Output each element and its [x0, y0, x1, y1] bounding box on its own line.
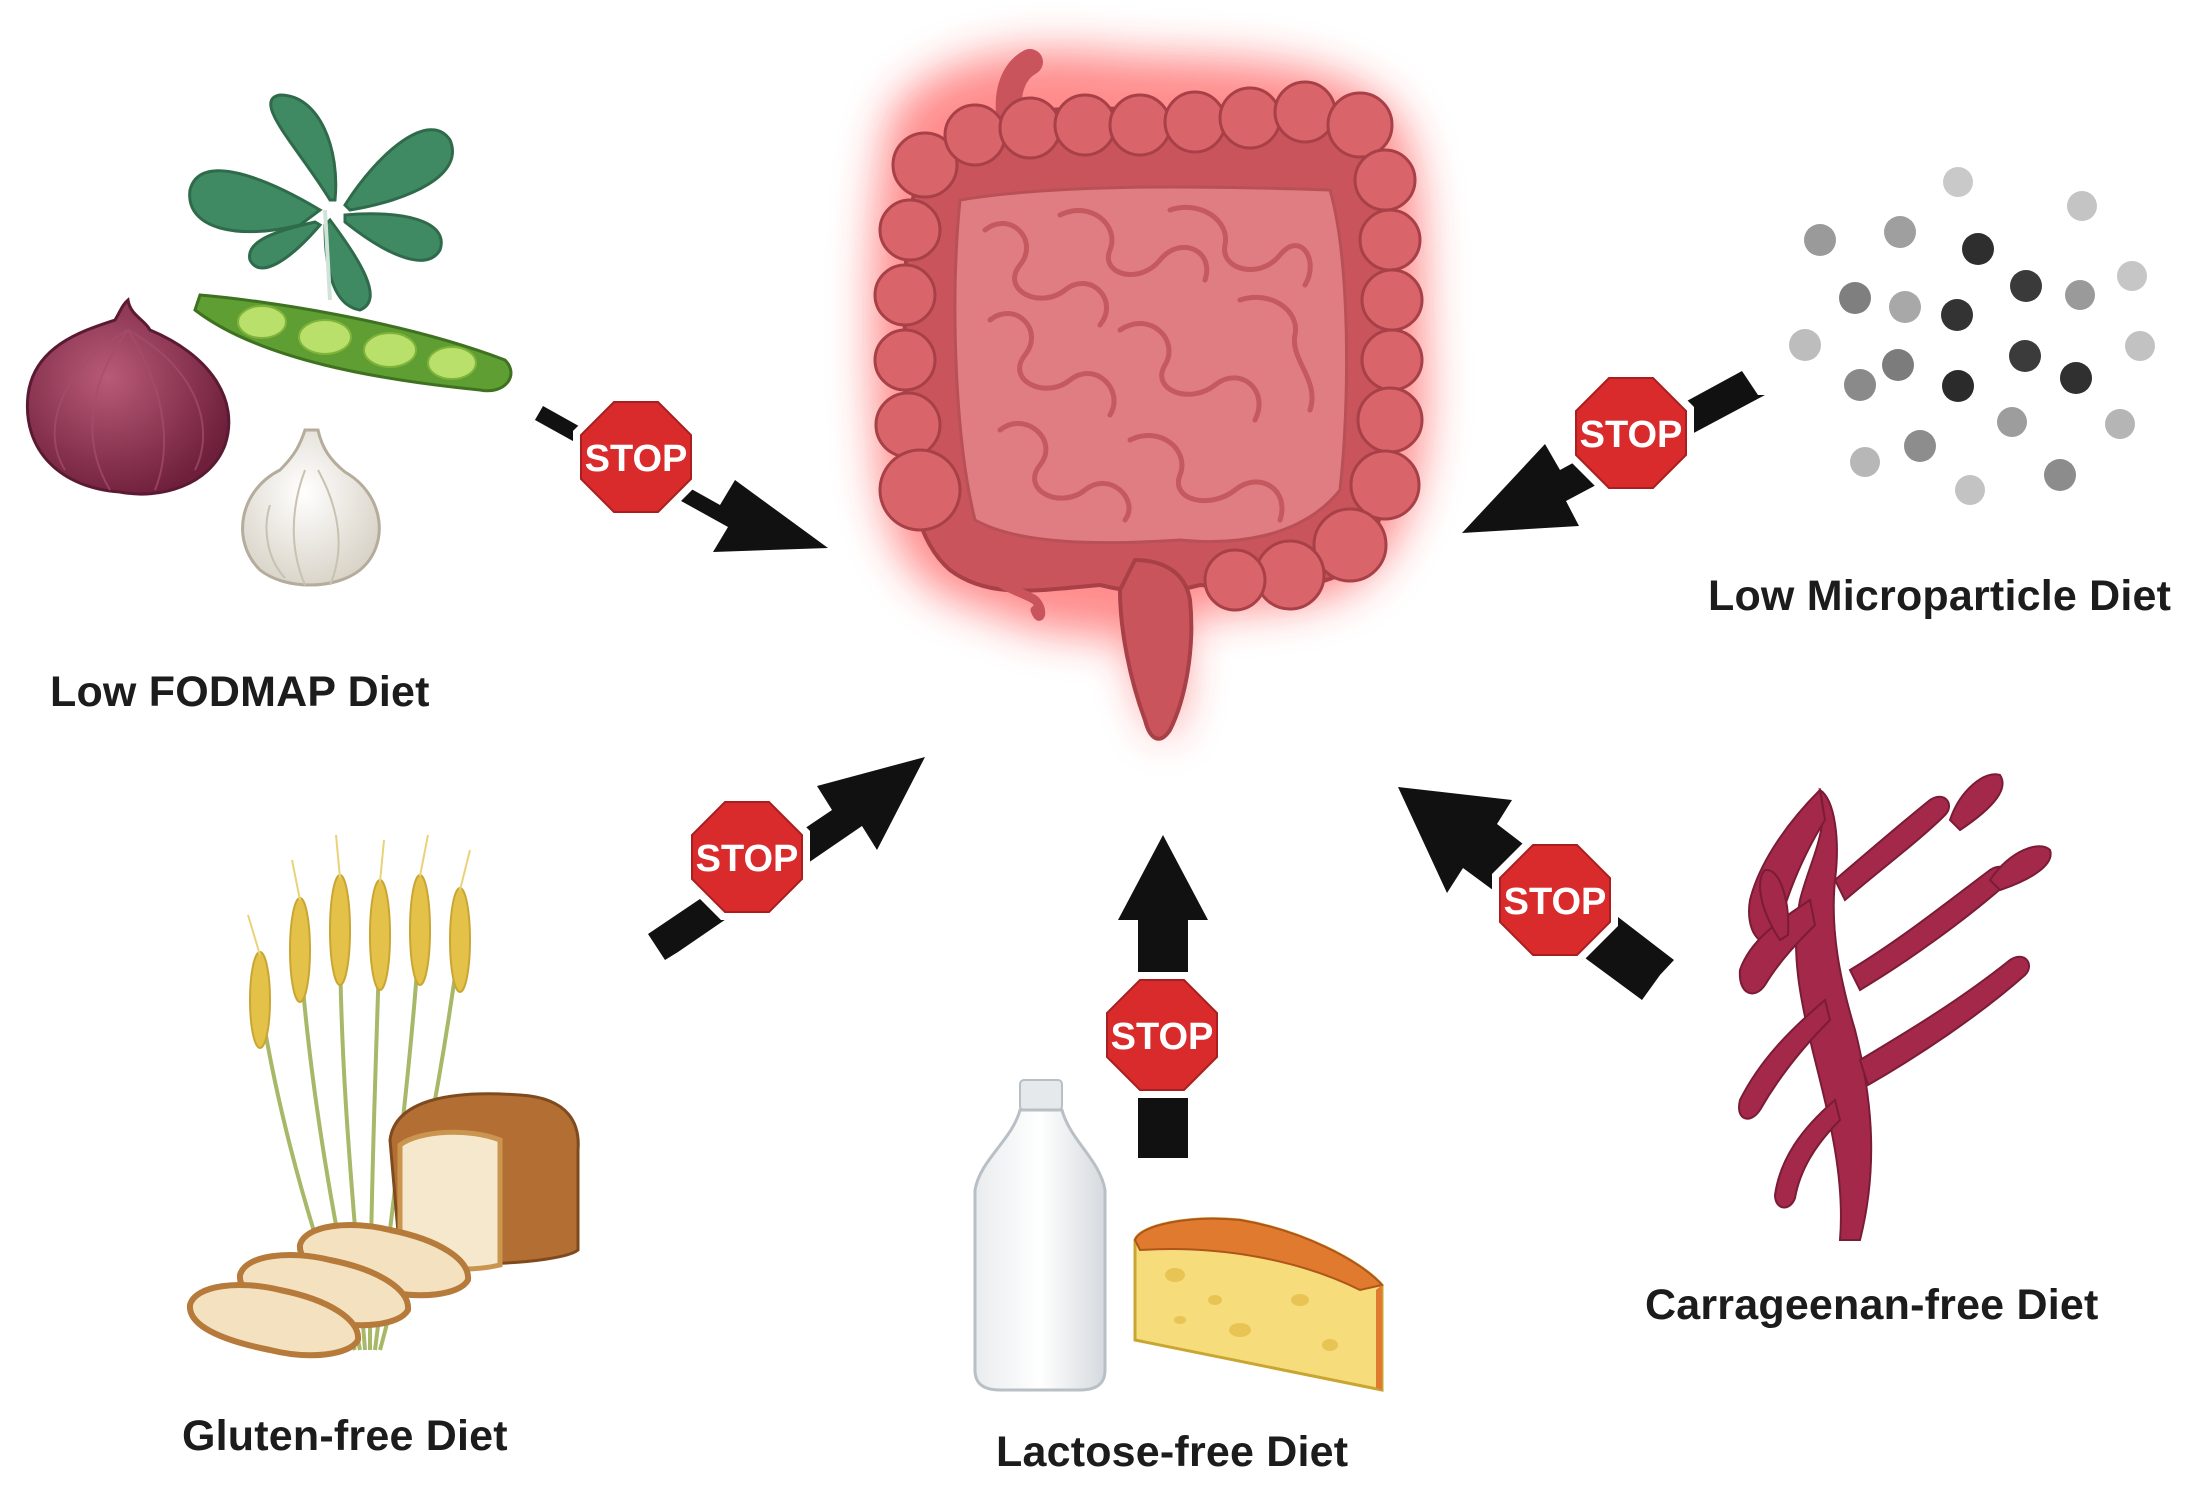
- stop-sign-text: STOP: [1111, 1016, 1214, 1058]
- seaweed-icon: [1738, 773, 2052, 1241]
- stop-sign-gluten: STOP: [683, 793, 811, 921]
- microparticles-icon: [1789, 167, 2155, 505]
- label-low-fodmap-diet: Low FODMAP Diet: [50, 668, 430, 716]
- intestine-illustration: [872, 49, 1426, 741]
- stop-sign-text: STOP: [1580, 414, 1683, 456]
- garlic-icon: [241, 428, 381, 587]
- stop-sign-lactose: STOP: [1098, 971, 1226, 1099]
- stop-sign-microparticle: STOP: [1567, 369, 1695, 497]
- label-lactose-free-diet: Lactose-free Diet: [996, 1428, 1349, 1476]
- milk-bottle-icon: [973, 1079, 1107, 1392]
- label-carrageenan-free-diet: Carrageenan-free Diet: [1645, 1281, 2099, 1329]
- label-gluten-free-diet: Gluten-free Diet: [182, 1412, 508, 1460]
- leafy-greens-icon: [188, 93, 454, 312]
- stop-sign-text: STOP: [585, 438, 688, 480]
- gluten-foods: [186, 834, 580, 1359]
- label-low-microparticle-diet: Low Microparticle Diet: [1708, 572, 2172, 620]
- lactose-foods: [973, 1079, 1384, 1392]
- onion-icon: [25, 297, 231, 496]
- cheese-icon: [1133, 1217, 1384, 1392]
- stop-sign-fodmap: STOP: [572, 393, 700, 521]
- fodmap-foods: [25, 93, 513, 587]
- bread-loaf-icon: [186, 1092, 580, 1359]
- pea-pod-icon: [193, 293, 513, 393]
- stop-sign-carrageenan: STOP: [1491, 836, 1619, 964]
- stop-sign-text: STOP: [1504, 881, 1607, 923]
- stop-sign-text: STOP: [696, 838, 799, 880]
